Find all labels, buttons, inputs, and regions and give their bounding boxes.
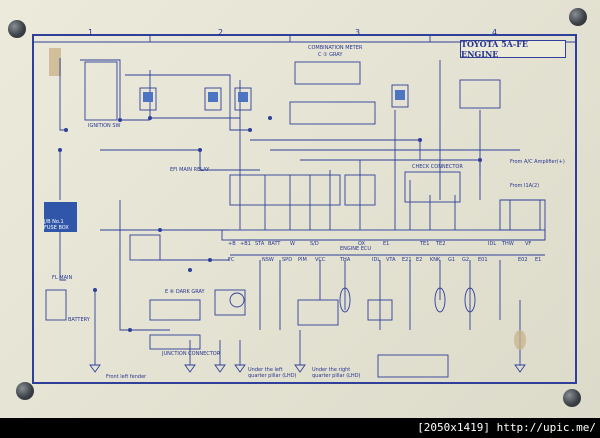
column-number: 2 bbox=[218, 28, 224, 37]
terminal-label: S/D bbox=[310, 241, 319, 247]
terminal-label: W bbox=[290, 241, 295, 247]
battery-label: BATTERY bbox=[68, 317, 90, 323]
ignition-sw-label: IGNITION SW bbox=[88, 123, 121, 129]
terminal-label: IDL bbox=[488, 241, 497, 247]
terminal-label: TE2 bbox=[436, 241, 446, 247]
diagram-title: TOYOTA 5A-FE ENGINE bbox=[460, 39, 566, 59]
terminal-label: PIM bbox=[298, 257, 307, 263]
terminal-label: E01 bbox=[478, 257, 488, 263]
fuse-box: J/B No.1 FUSE BOX bbox=[44, 202, 77, 232]
wiring-lines bbox=[32, 34, 577, 378]
terminal-label: E02 bbox=[518, 257, 528, 263]
terminal-label: NSW bbox=[262, 257, 274, 263]
watermark-text: [2050x1419] http://upic.me/ bbox=[417, 421, 596, 434]
mounting-screw bbox=[563, 389, 581, 407]
junction-connector-label: JUNCTION CONNECTOR bbox=[162, 351, 221, 357]
terminal-label: VCC bbox=[315, 257, 326, 263]
terminal-label: SPD bbox=[282, 257, 293, 263]
engine-ecu-label: ENGINE ECU bbox=[340, 246, 372, 252]
under-left-pillar-label: Under the left quarter pillar (LHD) bbox=[248, 367, 297, 379]
terminal-label: G1 bbox=[448, 257, 456, 263]
terminal-label: KNK bbox=[430, 257, 441, 263]
from-ac-amp-label: From A/C Amplifier(+) bbox=[510, 159, 565, 165]
terminal-label: THA bbox=[340, 257, 351, 263]
terminal-label: E21 bbox=[402, 257, 412, 263]
terminal-label: OX bbox=[358, 241, 366, 247]
terminal-label: E2 bbox=[416, 257, 423, 263]
terminal-label: STA bbox=[255, 241, 265, 247]
column-number: 4 bbox=[492, 28, 498, 37]
combination-meter-color: C ① GRAY bbox=[318, 52, 343, 58]
mounting-screw bbox=[569, 8, 587, 26]
terminal-label: VTA bbox=[386, 257, 396, 263]
mounting-screw bbox=[16, 382, 34, 400]
from-2la-label: From I1A(2) bbox=[510, 183, 540, 189]
terminal-label: E1 bbox=[383, 241, 390, 247]
diagram-frame bbox=[32, 34, 577, 384]
footer-bar bbox=[0, 418, 600, 438]
terminal-label: +B1 bbox=[240, 241, 251, 247]
terminal-label: TE1 bbox=[420, 241, 430, 247]
combination-meter-label: COMBINATION METER bbox=[308, 45, 363, 51]
engine-ecu-color: E ⑥ DARK GRAY bbox=[165, 289, 205, 295]
column-number: 3 bbox=[355, 28, 361, 37]
terminal-label: THW bbox=[502, 241, 514, 247]
terminal-label: VF bbox=[525, 241, 532, 247]
check-connector-label: CHECK CONNECTOR bbox=[412, 164, 463, 170]
column-number: 1 bbox=[88, 28, 94, 37]
mounting-screw bbox=[8, 20, 26, 38]
fl-main-label: FL MAIN bbox=[52, 275, 73, 281]
terminal-label: BATT bbox=[268, 241, 281, 247]
under-right-pillar-label: Under the right quarter pillar (LHD) bbox=[312, 367, 361, 379]
front-left-fender-label: Front left fender bbox=[106, 374, 147, 380]
terminal-label: E1 bbox=[535, 257, 542, 263]
efi-main-relay-label: EFI MAIN RELAY bbox=[170, 167, 210, 173]
diagram-board: 1 2 3 4 TOYOTA 5A-FE ENGINE IGNITION SW … bbox=[0, 0, 600, 418]
terminal-label: G2 bbox=[462, 257, 470, 263]
tape-mark bbox=[49, 48, 61, 76]
fuse-box-label: J/B No.1 FUSE BOX bbox=[44, 219, 69, 231]
terminal-label: +B bbox=[228, 241, 236, 247]
terminal-label: FC bbox=[228, 257, 235, 263]
terminal-label: IDL bbox=[372, 257, 381, 263]
